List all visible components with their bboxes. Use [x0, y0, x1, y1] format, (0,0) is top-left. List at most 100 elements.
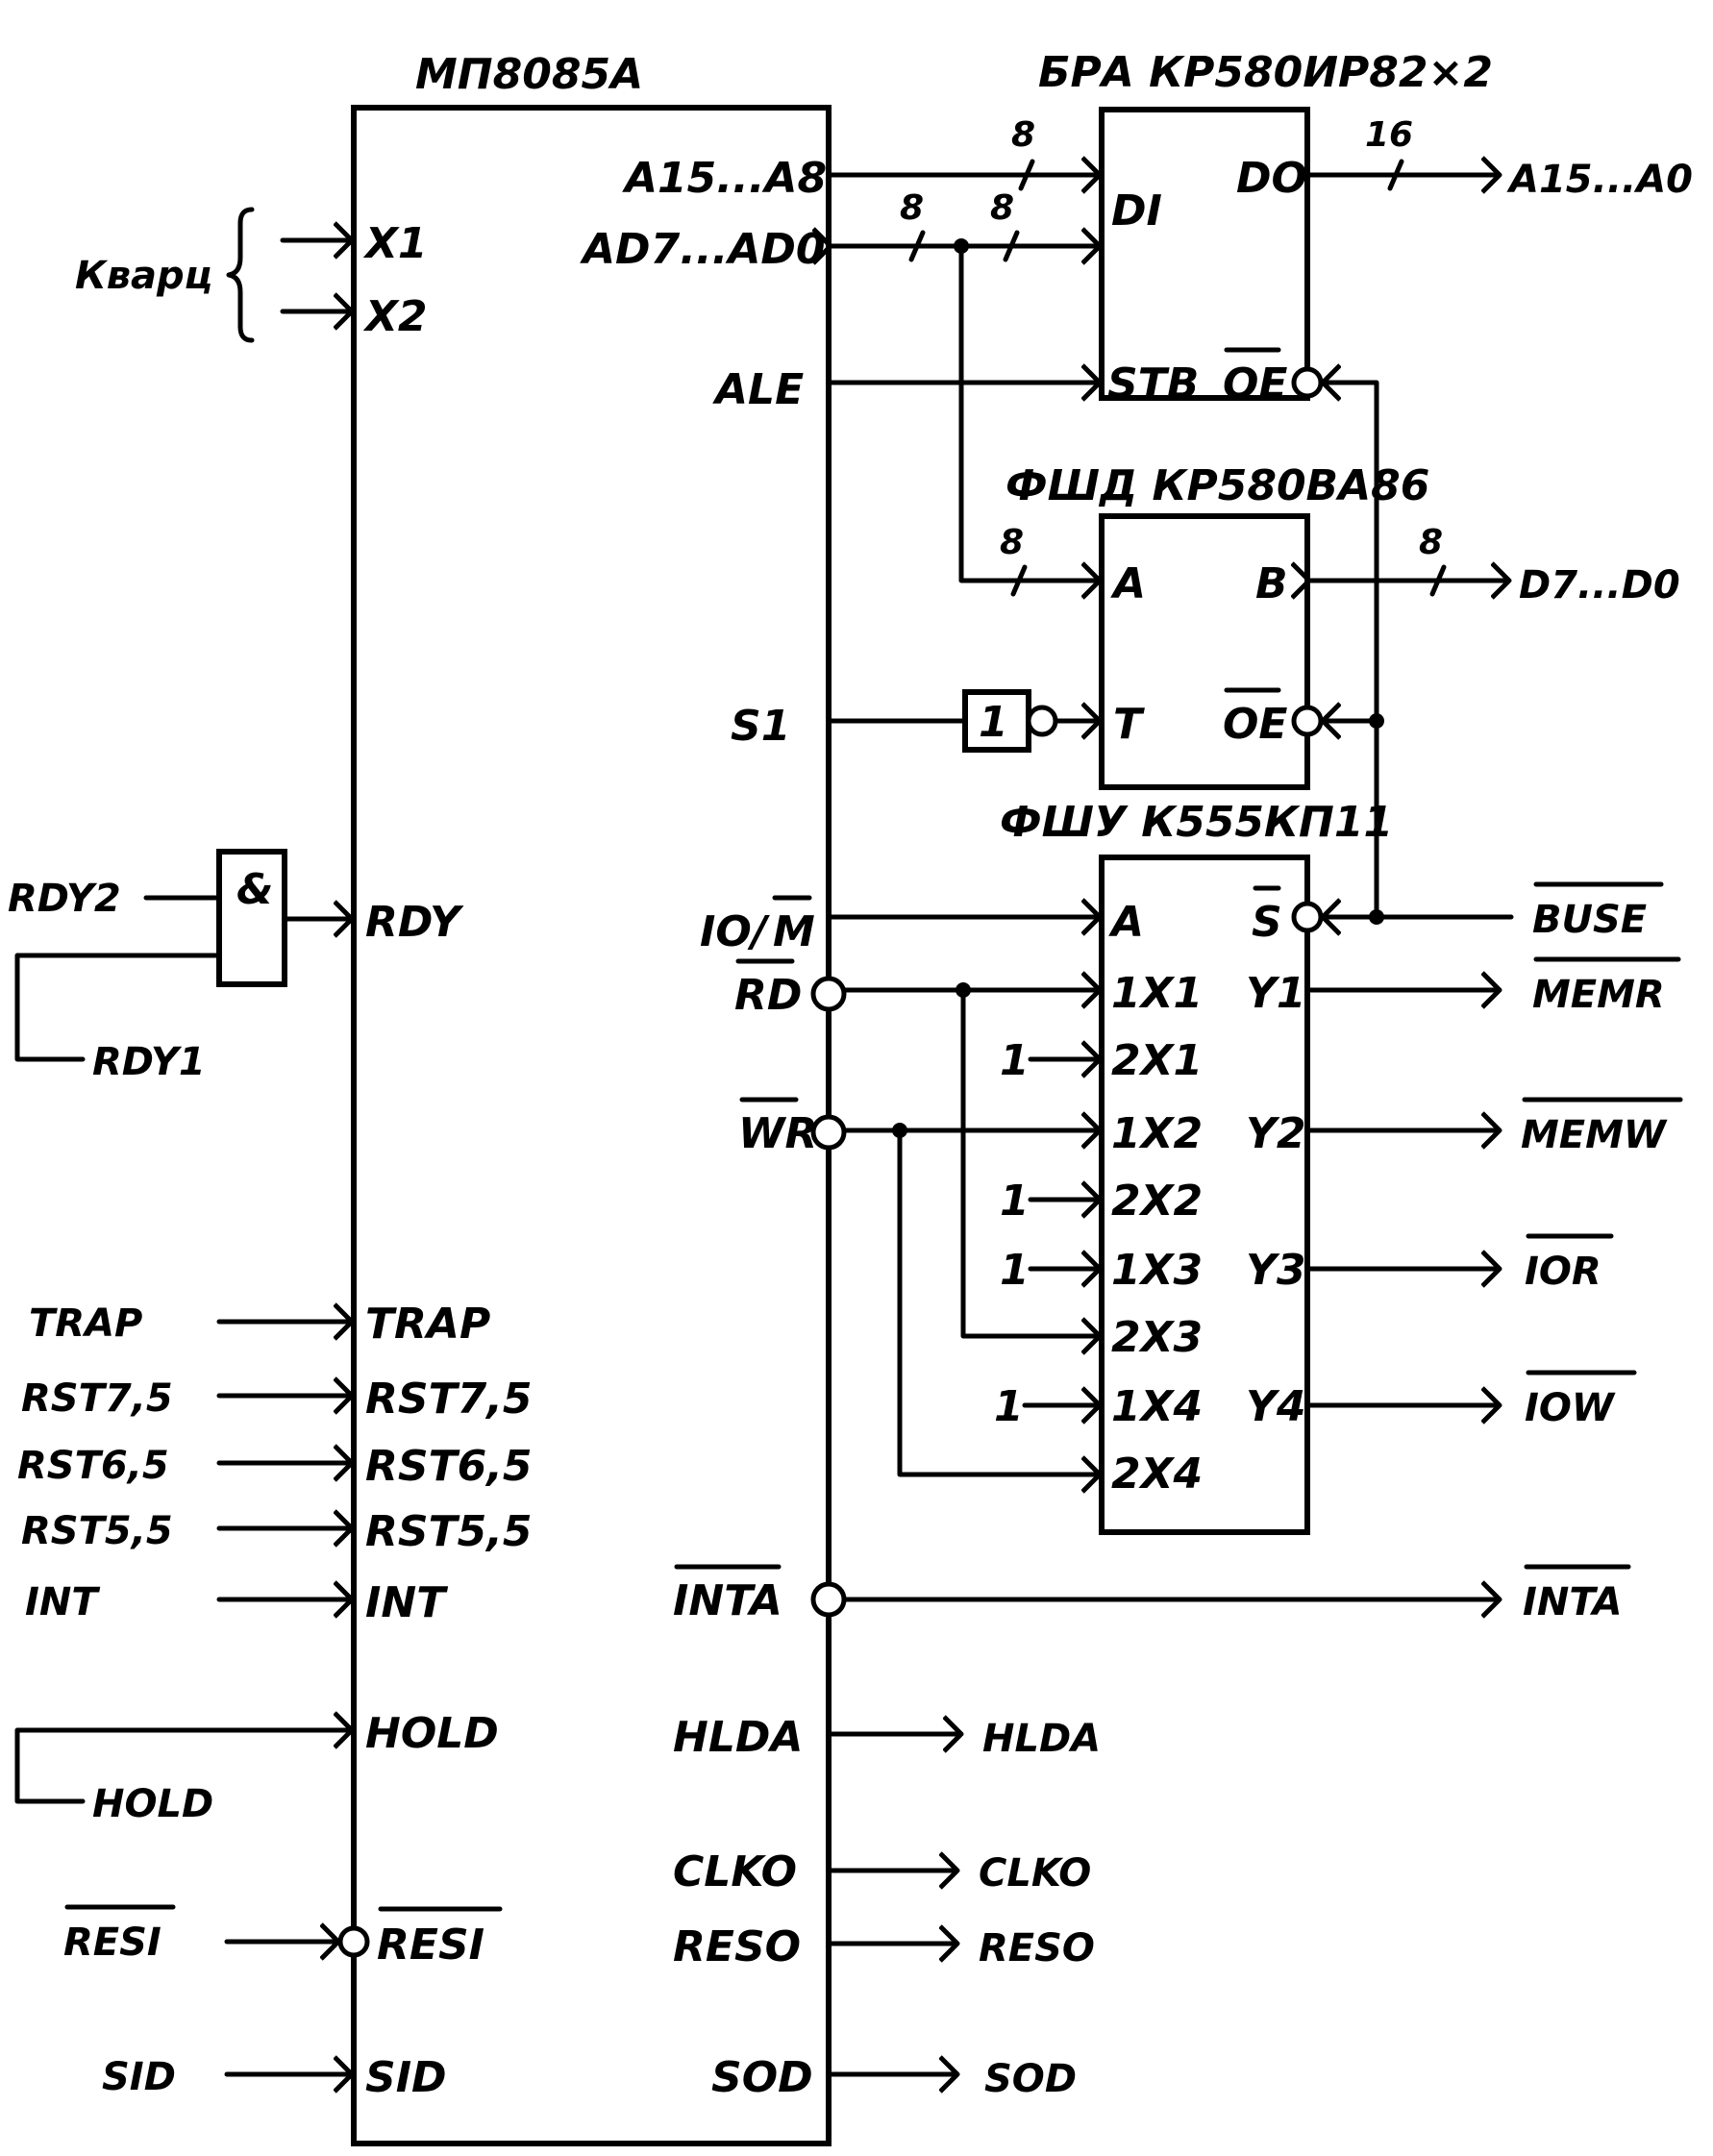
- rd-to-2x3-wire: [960, 987, 1103, 1336]
- crystal-brace: [226, 207, 255, 343]
- input-rst55: RST5,5: [21, 1509, 173, 1553]
- mux-pin-1x3: 1X3: [1111, 1246, 1203, 1295]
- pin-rd: RD: [734, 971, 802, 1020]
- wr-inversion-bubble: [810, 1114, 847, 1151]
- output-iow: IOW: [1525, 1386, 1616, 1430]
- input-rst65: RST6,5: [17, 1444, 169, 1488]
- output-reso: RESO: [979, 1926, 1095, 1970]
- oe-junction: [1369, 713, 1384, 729]
- const-one-1x4: 1: [994, 1382, 1024, 1431]
- latch-pin-do: DO: [1236, 154, 1307, 203]
- inta-inversion-bubble: [810, 1581, 847, 1618]
- input-trap: TRAP: [29, 1301, 142, 1346]
- input-hold: HOLD: [92, 1782, 213, 1826]
- transceiver-pin-b: B: [1255, 559, 1288, 608]
- const-one-2x2: 1: [1000, 1177, 1030, 1226]
- pin-rdy: RDY: [365, 898, 464, 947]
- output-hlda: HLDA: [982, 1717, 1101, 1761]
- latch-pin-di: DI: [1111, 186, 1162, 235]
- input-buse: BUSE: [1532, 898, 1647, 942]
- pin-int: INT: [365, 1578, 448, 1627]
- pin-sod: SOD: [711, 2053, 813, 2102]
- transceiver-oe-bubble: [1291, 705, 1324, 737]
- pin-s1: S1: [731, 702, 790, 751]
- buse-enable-wire: [1320, 383, 1379, 920]
- ad-bus-width-2: 8: [990, 188, 1014, 228]
- output-clko: CLKO: [979, 1851, 1091, 1896]
- ad-to-transceiver-wire: [958, 243, 1103, 581]
- latch-chip: [1099, 107, 1310, 401]
- pin-rst65: RST6,5: [365, 1442, 533, 1491]
- mux-pin-2x2: 2X2: [1111, 1177, 1203, 1226]
- mux-pin-s: S: [1252, 898, 1282, 947]
- mux-chip: [1099, 855, 1310, 1535]
- pin-x1: X1: [362, 219, 428, 268]
- cpu-chip: [351, 105, 832, 2146]
- pin-io: IO/: [700, 907, 771, 956]
- output-address-bus: A15...A0: [1506, 158, 1693, 202]
- pin-ad7-ad0: AD7...AD0: [580, 225, 826, 274]
- mux-s-bubble: [1291, 901, 1324, 933]
- pin-resi: RESI: [377, 1921, 484, 1970]
- output-data-bus: D7...D0: [1519, 563, 1680, 607]
- resi-inversion-bubble: [337, 1925, 370, 1958]
- latch-oe-bubble: [1291, 366, 1324, 399]
- transceiver-title: ФШД КР580ВА86: [1005, 461, 1429, 510]
- mux-pin-a: A: [1108, 898, 1144, 947]
- inverter-bubble: [1026, 705, 1058, 737]
- pin-reso: RESO: [673, 1922, 801, 1971]
- data-bus-slash: [1429, 564, 1447, 597]
- input-rst75: RST7,5: [21, 1376, 173, 1421]
- ad-bus-width-1: 8: [900, 188, 924, 228]
- pin-rst75: RST7,5: [365, 1375, 533, 1424]
- mux-pin-1x1: 1X1: [1111, 969, 1203, 1018]
- mux-pin-y2: Y2: [1246, 1109, 1305, 1158]
- mux-pin-2x3: 2X3: [1111, 1313, 1203, 1362]
- transceiver-a-width: 8: [1000, 523, 1024, 562]
- output-ior: IOR: [1525, 1250, 1601, 1294]
- address-out-width: 16: [1365, 115, 1413, 155]
- transceiver-pin-t: T: [1113, 700, 1145, 749]
- mux-pin-2x1: 2X1: [1111, 1036, 1203, 1085]
- const-one-1x3: 1: [1000, 1246, 1030, 1295]
- pin-hold: HOLD: [365, 1709, 499, 1758]
- rd-inversion-bubble: [810, 976, 847, 1012]
- inverter-symbol: 1: [979, 698, 1008, 747]
- pin-clko: CLKO: [673, 1847, 797, 1896]
- mux-pin-1x4: 1X4: [1111, 1382, 1203, 1431]
- and-gate: [216, 849, 287, 987]
- pin-inta: INTA: [673, 1576, 782, 1625]
- pin-m: M: [773, 907, 815, 956]
- pin-trap: TRAP: [365, 1300, 490, 1349]
- pin-wr: WR: [738, 1109, 817, 1158]
- transceiver-chip: [1099, 513, 1310, 790]
- mux-pin-y3: Y3: [1246, 1246, 1305, 1295]
- output-memw: MEMW: [1521, 1113, 1668, 1157]
- mux-title: ФШУ К555КП11: [1000, 798, 1393, 847]
- output-memr: MEMR: [1532, 973, 1665, 1017]
- input-resi: RESI: [63, 1921, 161, 1965]
- data-bus-width: 8: [1419, 523, 1443, 562]
- mux-pin-2x4: 2X4: [1111, 1450, 1203, 1499]
- ad-bus-slash-2: [1003, 230, 1020, 262]
- pin-a15-a8: A15...A8: [622, 154, 827, 203]
- transceiver-pin-oe: OE: [1223, 700, 1287, 749]
- a15-a8-bus-width: 8: [1011, 115, 1035, 155]
- const-one-2x1: 1: [1000, 1036, 1030, 1085]
- latch-pin-oe: OE: [1223, 359, 1287, 409]
- transceiver-pin-a: A: [1110, 559, 1146, 608]
- cpu-title: МП8085А: [415, 50, 643, 99]
- rdy1-wire: [14, 953, 222, 1062]
- crystal-label: Кварц: [75, 254, 212, 298]
- a15-a8-bus-slash: [1018, 159, 1035, 191]
- mux-pin-y1: Y1: [1246, 969, 1305, 1018]
- pin-hlda: HLDA: [673, 1713, 803, 1762]
- latch-pin-stb: STB: [1107, 359, 1199, 409]
- input-sid: SID: [102, 2055, 176, 2099]
- and-gate-symbol: &: [236, 865, 273, 914]
- input-rdy2: RDY2: [8, 877, 121, 921]
- pin-x2: X2: [362, 292, 428, 341]
- mux-pin-1x2: 1X2: [1111, 1109, 1203, 1158]
- output-inta: INTA: [1523, 1580, 1623, 1624]
